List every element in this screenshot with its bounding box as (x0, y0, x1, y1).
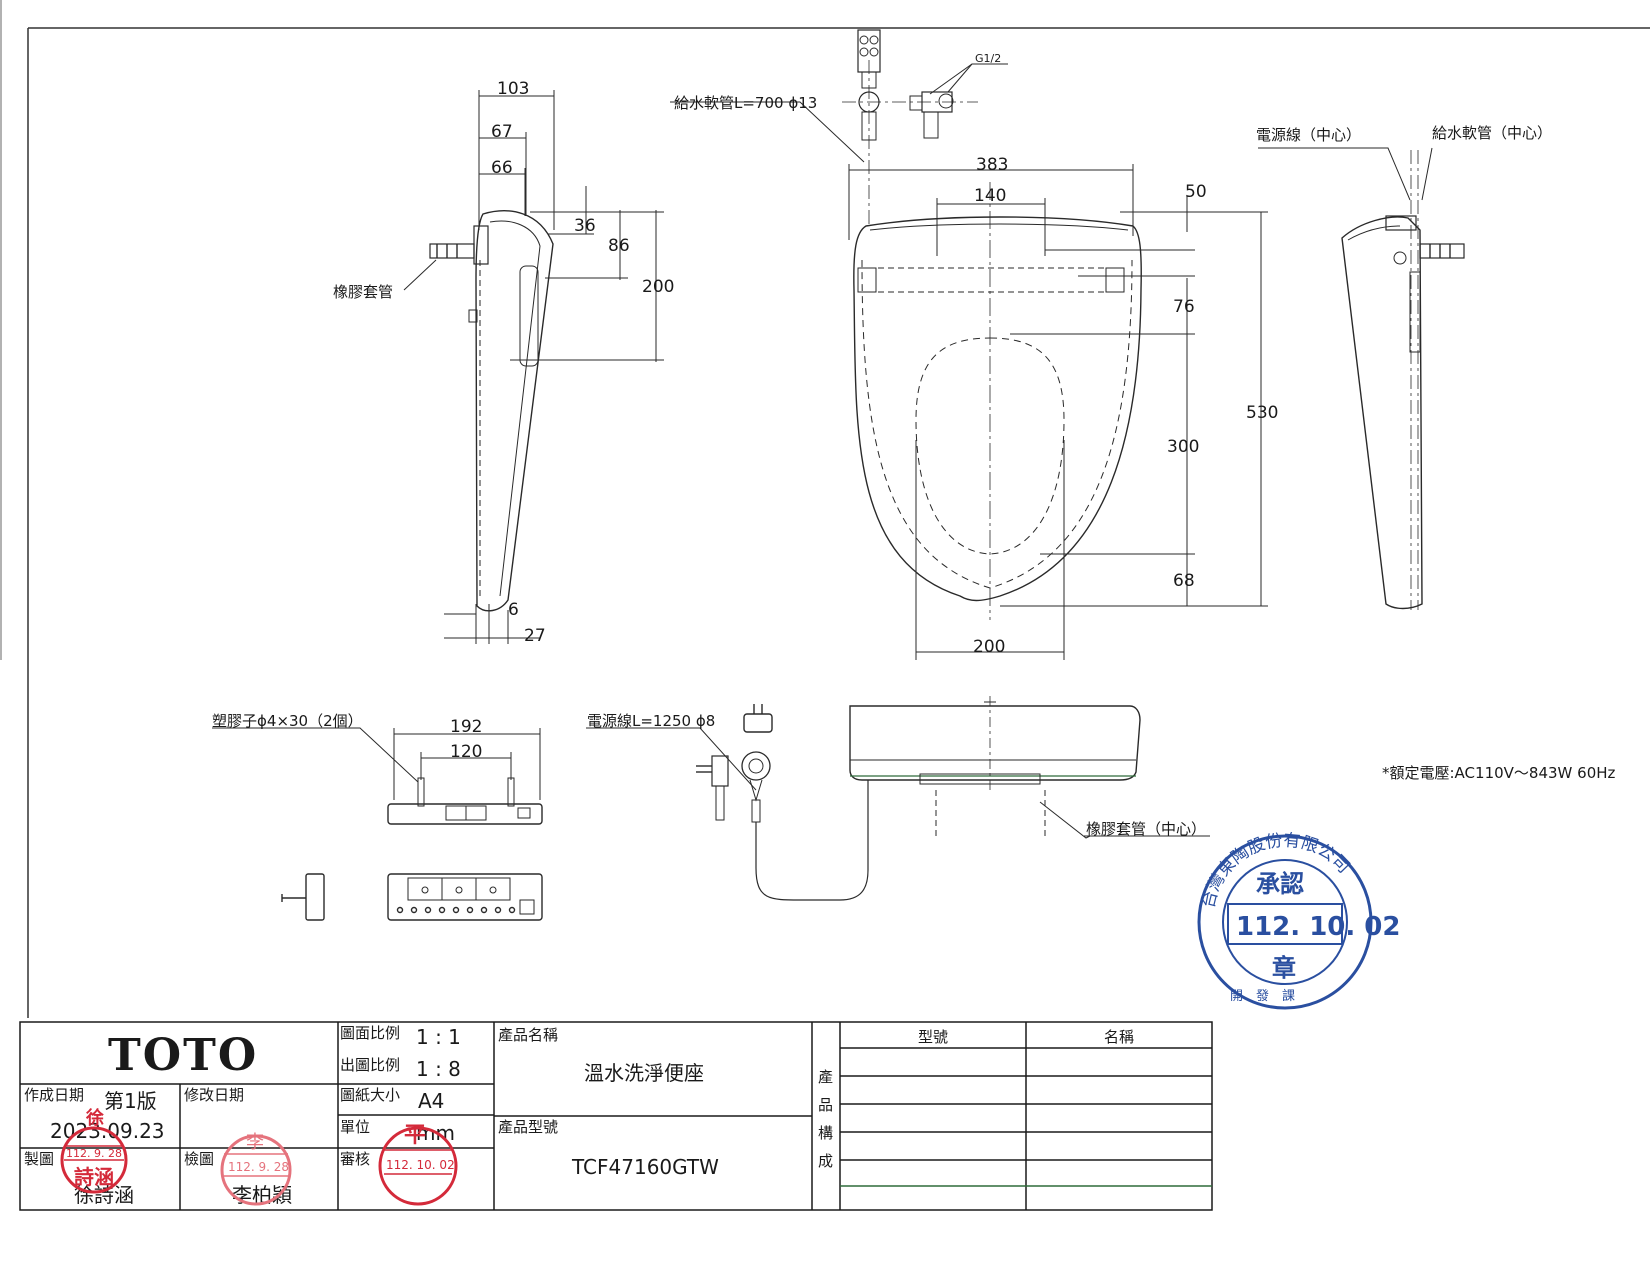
front-view (849, 696, 1210, 839)
drawn-stamp-name: 詩涵 (74, 1165, 114, 1189)
product-model: TCF47160GTW (571, 1155, 719, 1179)
dim-68: 68 (1173, 571, 1195, 591)
dim-36: 36 (574, 216, 596, 236)
drawn-stamp-date: 112. 9. 28 (66, 1147, 122, 1160)
dim-300: 300 (1167, 437, 1199, 457)
checked-stamp: 李 112. 9. 28 (220, 1132, 292, 1206)
sheet-frame (0, 0, 1650, 1018)
dim-66: 66 (491, 158, 513, 178)
side-view (403, 90, 664, 644)
approval-stamp: 台灣東陶股份有限公司 承認 112. 10. 02 章 開 發 課 (1197, 831, 1401, 1010)
stamp-seal-word: 章 (1272, 954, 1296, 982)
dim-76: 76 (1173, 297, 1195, 317)
plastic-anchor-right (507, 777, 515, 807)
top-view-seat-outline (853, 216, 1142, 602)
created-label: 作成日期 (24, 1086, 84, 1104)
composition-char-4: 成 (818, 1152, 833, 1170)
reviewed-stamp-date: 112. 10. 02 (386, 1158, 455, 1172)
label-rated-voltage: *額定電壓:AC110V～843W 60Hz (1382, 764, 1616, 782)
output-scale: 1 : 8 (416, 1057, 461, 1081)
composition-char-3: 構 (818, 1124, 833, 1142)
toto-logo: TOTO (108, 1030, 258, 1081)
plastic-anchor-left (417, 777, 425, 807)
side-view-dimensions: 103 67 66 36 86 200 6 27 橡膠套管 (333, 79, 674, 646)
stamp-department: 開 發 課 (1230, 988, 1295, 1004)
dim-27: 27 (524, 626, 546, 646)
dim-6: 6 (508, 600, 519, 620)
drawn-by: 徐詩涵 (74, 1183, 134, 1207)
label-supply-hose-center: 給水軟管（中心） (1432, 124, 1552, 142)
reviewed-stamp: 平 112. 10. 02 (378, 1123, 458, 1206)
output-scale-label: 出圖比例 (340, 1056, 400, 1074)
dim-383: 383 (976, 155, 1008, 175)
version: 第1版 (104, 1089, 157, 1113)
reviewed-stamp-top: 平 (404, 1123, 426, 1148)
paper-size-label: 圖紙大小 (340, 1086, 400, 1104)
drawn-stamp-top: 徐 (85, 1107, 104, 1129)
right-side-body (1341, 216, 1423, 610)
dim-67: 67 (491, 122, 513, 142)
drawing-scale: 1 : 1 (416, 1025, 461, 1049)
paper-size: A4 (418, 1089, 444, 1113)
reviewed-label: 審核 (340, 1150, 370, 1168)
remote-front-view (387, 873, 543, 921)
label-plastic-anchor: 塑膠子ϕ4×30（2個） (212, 712, 363, 730)
label-rubber-sleeve: 橡膠套管 (333, 283, 393, 301)
product-name: 溫水洗淨便座 (584, 1061, 704, 1085)
revised-label: 修改日期 (184, 1086, 244, 1104)
stamp-approval-word: 承認 (1256, 870, 1304, 898)
drawn-label: 製圖 (24, 1150, 54, 1168)
stamp-approval-date: 112. 10. 02 (1236, 912, 1401, 942)
dim-50: 50 (1185, 182, 1207, 202)
dim-530: 530 (1246, 403, 1278, 423)
right-supply-stub (1419, 243, 1465, 259)
top-view-dimensions: 383 140 50 76 300 68 530 200 給水軟管L=700 ϕ… (674, 52, 1278, 657)
remote-side-view (387, 803, 543, 825)
dim-140: 140 (974, 186, 1006, 206)
dim-200-height: 200 (642, 277, 674, 297)
right-side-view (1258, 147, 1465, 610)
remote-control (212, 727, 543, 921)
unit-label: 單位 (340, 1118, 370, 1136)
plug-icon (743, 713, 773, 733)
top-view-seat-opening (915, 337, 1065, 555)
checked-label: 檢圖 (184, 1150, 214, 1168)
dim-86: 86 (608, 236, 630, 256)
dim-103: 103 (497, 79, 529, 99)
composition-char-1: 產 (818, 1068, 833, 1086)
drawing-scale-label: 圖面比例 (340, 1024, 400, 1042)
dim-200-width: 200 (973, 637, 1005, 657)
checked-stamp-top: 李 (246, 1132, 264, 1153)
power-cord (586, 704, 869, 901)
front-view-body (849, 705, 1141, 781)
label-supply-hose: 給水軟管L=700 ϕ13 (674, 94, 817, 112)
col-model-header: 型號 (918, 1028, 948, 1046)
side-view-body (475, 210, 554, 612)
top-view (670, 29, 1268, 660)
label-power-cord-center: 電源線（中心） (1256, 126, 1361, 144)
col-name-header: 名稱 (1104, 1028, 1134, 1046)
ground-ring (741, 751, 771, 781)
remote-holder (305, 873, 325, 921)
drawn-stamp: 徐 112. 9. 28 詩涵 (60, 1107, 128, 1194)
label-power-cord: 電源線L=1250 ϕ8 (587, 712, 715, 730)
label-thread-size: G1/2 (975, 52, 1001, 65)
checked-stamp-date: 112. 9. 28 (228, 1160, 289, 1174)
product-model-label: 產品型號 (498, 1118, 558, 1136)
dim-192: 192 (450, 717, 482, 737)
label-rubber-sleeve-center: 橡膠套管（中心） (1086, 820, 1206, 838)
dim-120: 120 (450, 742, 482, 762)
composition-char-2: 品 (818, 1096, 833, 1114)
product-name-label: 產品名稱 (498, 1026, 558, 1044)
title-block (19, 1021, 1213, 1211)
